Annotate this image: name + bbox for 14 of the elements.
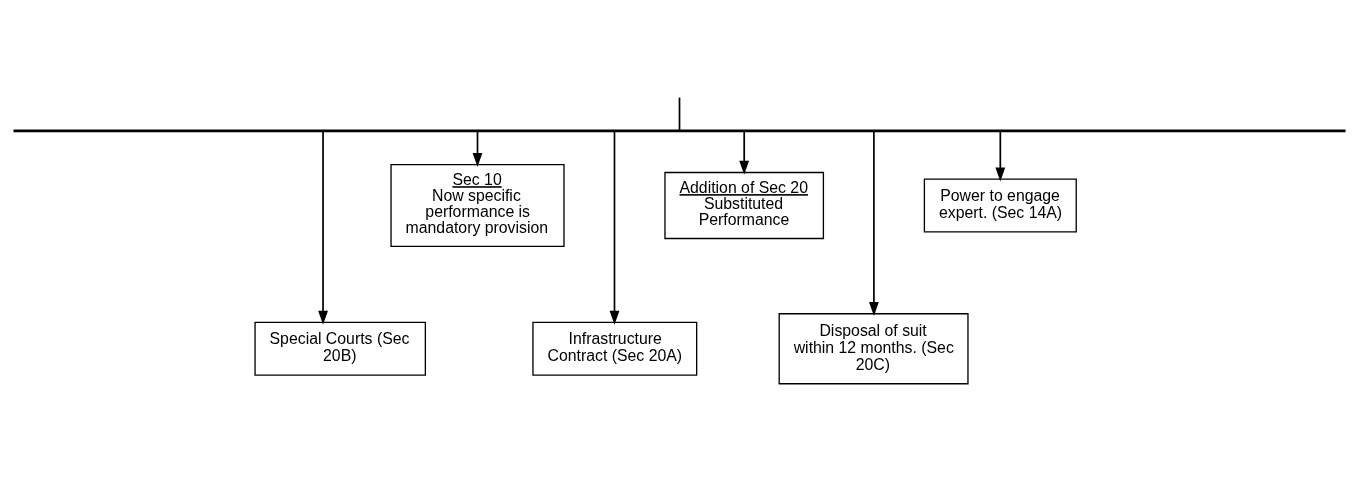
connector [678,96,681,132]
node-box: Addition of Sec 20 Substituted Performance [664,171,825,240]
node-bar [13,129,1346,133]
arrow [472,130,483,167]
arrow [995,130,1006,182]
arrow [609,131,620,325]
arrow [869,131,879,316]
arrow [739,130,750,175]
arrow [318,131,328,325]
node-box: Special Courts (Sec 20B) [254,321,427,376]
node-box: Disposal of suit within 12 months. (Sec 20C) [778,313,969,385]
node-box: Power to engage expert. (Sec 14A) [923,178,1077,233]
node-box: Sec 10 Now specific performance is mandatory provision [390,163,565,248]
node-box: Infrastructure Contract (Sec 20A) [532,321,698,376]
